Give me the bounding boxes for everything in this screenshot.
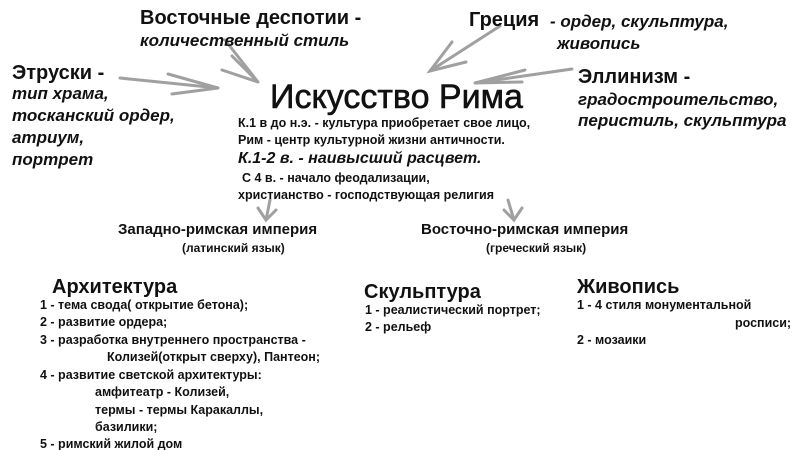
east-empire-name: Восточно-римская империя (421, 221, 629, 238)
west-empire-name: Западно-римская империя (118, 221, 318, 238)
influence-east-desc: количественный стиль (140, 31, 350, 50)
architecture-item: 1 - тема свода( открытие бетона); (40, 298, 249, 312)
architecture-item: термы - термы Каракаллы, (95, 403, 264, 417)
influence-greece-desc: - ордер, скульптура, (550, 12, 729, 31)
arrow-etruscans-to-title (118, 72, 220, 96)
architecture-item: 5 - римский жилой дом (40, 437, 183, 450)
architecture-item: 4 - развитие светской архитектуры: (40, 368, 262, 382)
page-title: Искусство Рима (270, 78, 523, 117)
painting-title: Живопись (577, 276, 680, 298)
sculpture-title: Скульптура (364, 281, 481, 303)
west-empire-lang: (латинский язык) (182, 241, 285, 255)
etruscans-line: тосканский ордер, (12, 106, 175, 125)
hellenism-line: перистиль, скульптура (578, 111, 787, 130)
painting-item: росписи; (735, 316, 792, 330)
architecture-title: Архитектура (52, 276, 178, 298)
architecture-item: 3 - разработка внутреннего пространства … (40, 333, 306, 347)
influence-greece-desc-2: живопись (557, 34, 641, 53)
influence-east-name: Восточные деспотии - (140, 7, 362, 29)
etruscans-line: портрет (12, 150, 94, 169)
hellenism-line: градостроительство, (578, 90, 779, 109)
summary-highlight: К.1-2 в. - наивысший расцвет. (238, 150, 482, 167)
sculpture-item: 1 - реалистический портрет; (365, 303, 541, 317)
architecture-item: Колизей(открыт сверху), Пантеон; (107, 350, 321, 364)
summary-line: С 4 в. - начало феодализации, (242, 171, 430, 185)
arrow-hellenism-to-title (473, 67, 574, 85)
summary-line: Рим - центр культурной жизни античности. (238, 133, 505, 147)
summary-line: К.1 в до н.э. - культура приобретает сво… (238, 116, 531, 130)
arrow-greece-to-title (426, 24, 502, 74)
architecture-item: базилики; (95, 420, 158, 434)
sculpture-item: 2 - рельеф (365, 320, 432, 334)
influence-etruscans-name: Этруски - (12, 62, 105, 84)
influence-greece-name: Греция (469, 9, 540, 31)
architecture-item: 2 - развитие ордера; (40, 315, 168, 329)
painting-item: 2 - мозаики (577, 333, 647, 347)
painting-item: 1 - 4 стиля монументальной (577, 298, 752, 312)
influence-hellenism-name: Эллинизм - (578, 66, 691, 88)
arrow-down-west (256, 198, 278, 223)
etruscans-line: тип храма, (12, 84, 109, 103)
etruscans-line: атриум, (12, 128, 85, 147)
summary-line: христианство - господствующая религия (238, 188, 495, 202)
arrow-down-east (502, 198, 524, 223)
east-empire-lang: (греческий язык) (486, 241, 587, 255)
architecture-item: амфитеатр - Колизей, (95, 385, 230, 399)
arrow-east-to-title (220, 38, 260, 84)
